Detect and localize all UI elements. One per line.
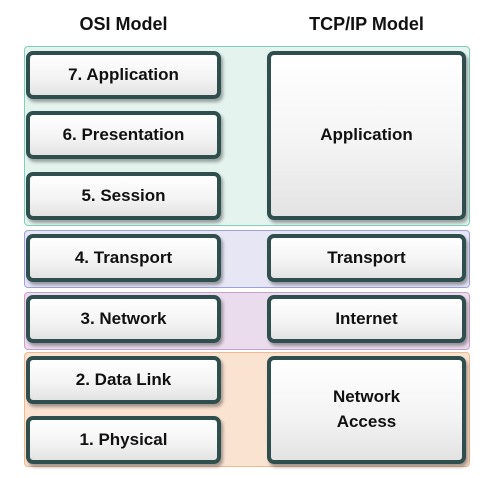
- osi-layer-data-link: 2. Data Link: [26, 356, 221, 404]
- osi-layer-presentation: 6. Presentation: [26, 111, 221, 159]
- tcpip-layer-label: Transport: [327, 247, 406, 267]
- osi-layer-application: 7. Application: [26, 51, 221, 99]
- tcpip-layer-label: Internet: [335, 308, 398, 328]
- osi-layer-label: 3. Network: [80, 308, 167, 328]
- osi-layer-physical: 1. Physical: [26, 416, 221, 464]
- osi-layer-session: 5. Session: [26, 172, 221, 220]
- osi-layer-network: 3. Network: [26, 295, 221, 343]
- tcpip-layer-transport: Transport: [267, 234, 466, 282]
- tcpip-layer-label: Application: [320, 125, 413, 145]
- tcpip-model-header: TCP/IP Model: [309, 14, 424, 34]
- tcpip-layer-internet: Internet: [267, 295, 466, 343]
- osi-layer-label: 6. Presentation: [62, 124, 185, 144]
- osi-layer-transport: 4. Transport: [26, 234, 221, 282]
- osi-layer-label: 5. Session: [81, 185, 166, 205]
- osi-layer-label: 2. Data Link: [75, 369, 172, 389]
- tcpip-layer-network-access: Network Access: [267, 356, 466, 464]
- osi-layer-label: 7. Application: [68, 64, 179, 84]
- tcpip-layer-application: Application: [267, 51, 466, 220]
- osi-model-header: OSI Model: [79, 14, 168, 34]
- osi-layer-label: 1. Physical: [79, 429, 168, 449]
- tcpip-layer-label-line2: Access: [336, 412, 397, 431]
- osi-layer-label: 4. Transport: [74, 247, 173, 267]
- tcpip-layer-label-line1: Network: [332, 387, 401, 407]
